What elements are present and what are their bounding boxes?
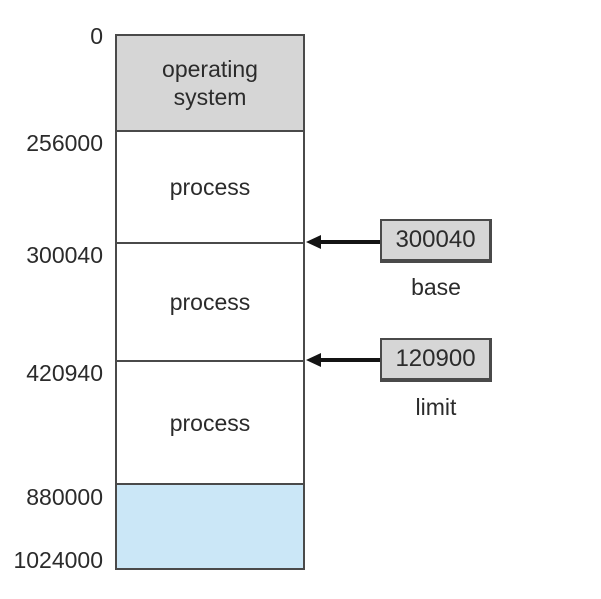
- limit-arrow-line: [318, 358, 380, 362]
- segment-divider: [117, 242, 303, 244]
- address-label-256000: 256000: [26, 130, 103, 156]
- base-register-value: 300040: [395, 226, 476, 253]
- segment-divider: [117, 483, 303, 485]
- left-arrow-icon: [306, 353, 321, 367]
- base-arrow-line: [318, 240, 380, 244]
- base-register-box: 300040: [380, 219, 492, 263]
- limit-register-box: 120900: [380, 338, 492, 382]
- left-arrow-icon: [306, 235, 321, 249]
- memory-box: operating system process process process: [115, 34, 305, 570]
- segment-divider: [117, 130, 303, 132]
- base-register-caption: base: [411, 274, 461, 300]
- segment-process-2: process: [117, 244, 303, 360]
- segment-operating-system: operating system: [117, 36, 303, 130]
- limit-register-value: 120900: [395, 345, 476, 372]
- segment-label: process: [169, 409, 251, 436]
- segment-divider: [117, 360, 303, 362]
- limit-register-caption: limit: [415, 394, 457, 420]
- segment-label: process: [169, 174, 251, 200]
- segment-label: operating system: [162, 56, 258, 110]
- address-label-0: 0: [90, 23, 103, 49]
- address-label-420940: 420940: [26, 360, 103, 386]
- address-label-880000: 880000: [26, 484, 103, 510]
- segment-process-3: process: [117, 362, 303, 483]
- address-label-300040: 300040: [26, 242, 103, 268]
- segment-process-1: process: [117, 132, 303, 242]
- segment-free-space: [117, 485, 303, 568]
- address-label-1024000: 1024000: [13, 547, 103, 573]
- segment-label: process: [169, 289, 251, 315]
